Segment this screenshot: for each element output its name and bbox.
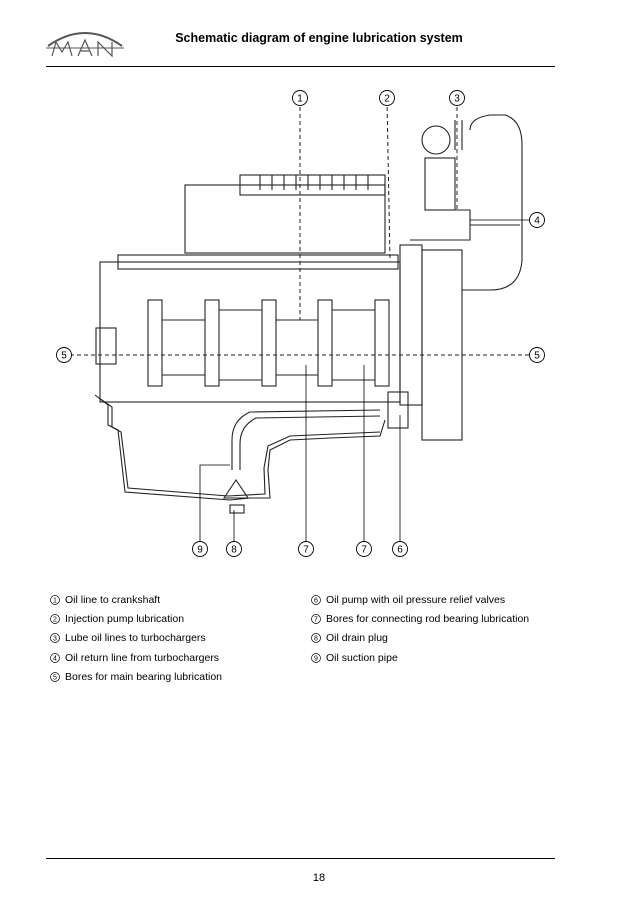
legend-item: 7 Bores for connecting rod bearing lubric… bbox=[311, 613, 529, 632]
legend-number-icon: 4 bbox=[50, 652, 64, 664]
legend-number-icon: 3 bbox=[50, 632, 64, 644]
legend-number-icon: 5 bbox=[50, 671, 64, 683]
legend-number-icon: 2 bbox=[50, 613, 64, 625]
legend-number-icon: 1 bbox=[50, 594, 64, 606]
svg-text:6: 6 bbox=[314, 598, 318, 605]
man-logo bbox=[46, 32, 124, 58]
legend-number-icon: 6 bbox=[311, 594, 325, 606]
callout-5-left: 5 bbox=[61, 351, 67, 362]
legend-text: Bores for connecting rod bearing lubrica… bbox=[326, 613, 530, 626]
legend-text: Oil return line from turbochargers bbox=[65, 651, 220, 664]
callout-7a: 7 bbox=[303, 545, 309, 556]
callout-6: 6 bbox=[397, 545, 403, 556]
legend-item: 1 Oil line to crankshaft bbox=[50, 594, 222, 613]
callout-1: 1 bbox=[297, 94, 303, 105]
page-title: Schematic diagram of engine lubrication … bbox=[175, 31, 463, 45]
svg-text:2: 2 bbox=[53, 617, 57, 624]
legend-text: Oil pump with oil pressure relief valves bbox=[326, 594, 506, 606]
svg-text:8: 8 bbox=[314, 636, 318, 643]
legend-number-icon: 9 bbox=[311, 652, 325, 664]
footer-rule bbox=[46, 858, 555, 859]
legend-item: 3 Lube oil lines to turbochargers bbox=[50, 632, 222, 651]
legend-item: 4 Oil return line from turbochargers bbox=[50, 652, 222, 671]
header-rule bbox=[46, 66, 555, 67]
svg-text:7: 7 bbox=[314, 617, 318, 624]
legend-text: Injection pump lubrication bbox=[65, 613, 185, 626]
legend-text: Oil line to crankshaft bbox=[65, 594, 161, 606]
svg-text:5: 5 bbox=[53, 674, 57, 681]
callout-5-right: 5 bbox=[534, 351, 540, 362]
callout-4: 4 bbox=[534, 216, 540, 227]
engine-lubrication-diagram: 1 2 3 4 5 5 9 8 7 7 6 bbox=[56, 90, 545, 557]
legend-item: 9 Oil suction pipe bbox=[311, 652, 529, 671]
legend-number-icon: 8 bbox=[311, 632, 325, 644]
legend-item: 8 Oil drain plug bbox=[311, 632, 529, 651]
legend-item: 5 Bores for main bearing lubrication bbox=[50, 671, 222, 690]
legend-item: 2 Injection pump lubrication bbox=[50, 613, 222, 632]
legend-item: 6 Oil pump with oil pressure relief valve… bbox=[311, 594, 529, 613]
callout-2: 2 bbox=[384, 94, 390, 105]
svg-text:3: 3 bbox=[53, 636, 57, 643]
legend-text: Bores for main bearing lubrication bbox=[65, 670, 222, 683]
callout-8: 8 bbox=[231, 545, 237, 556]
legend-left: 1 Oil line to crankshaft 2 Injection pump … bbox=[50, 594, 222, 690]
legend-text: Lube oil lines to turbochargers bbox=[65, 632, 206, 645]
page-number: 18 bbox=[312, 872, 326, 884]
svg-text:4: 4 bbox=[53, 655, 57, 662]
svg-text:1: 1 bbox=[53, 598, 57, 605]
legend-text: Oil suction pipe bbox=[326, 651, 398, 664]
legend-right: 6 Oil pump with oil pressure relief valve… bbox=[311, 594, 529, 671]
svg-text:9: 9 bbox=[314, 655, 318, 662]
callout-9: 9 bbox=[197, 545, 203, 556]
callout-3: 3 bbox=[454, 94, 460, 105]
legend-text: Oil drain plug bbox=[326, 632, 388, 645]
legend-number-icon: 7 bbox=[311, 613, 325, 625]
callout-7b: 7 bbox=[361, 545, 367, 556]
